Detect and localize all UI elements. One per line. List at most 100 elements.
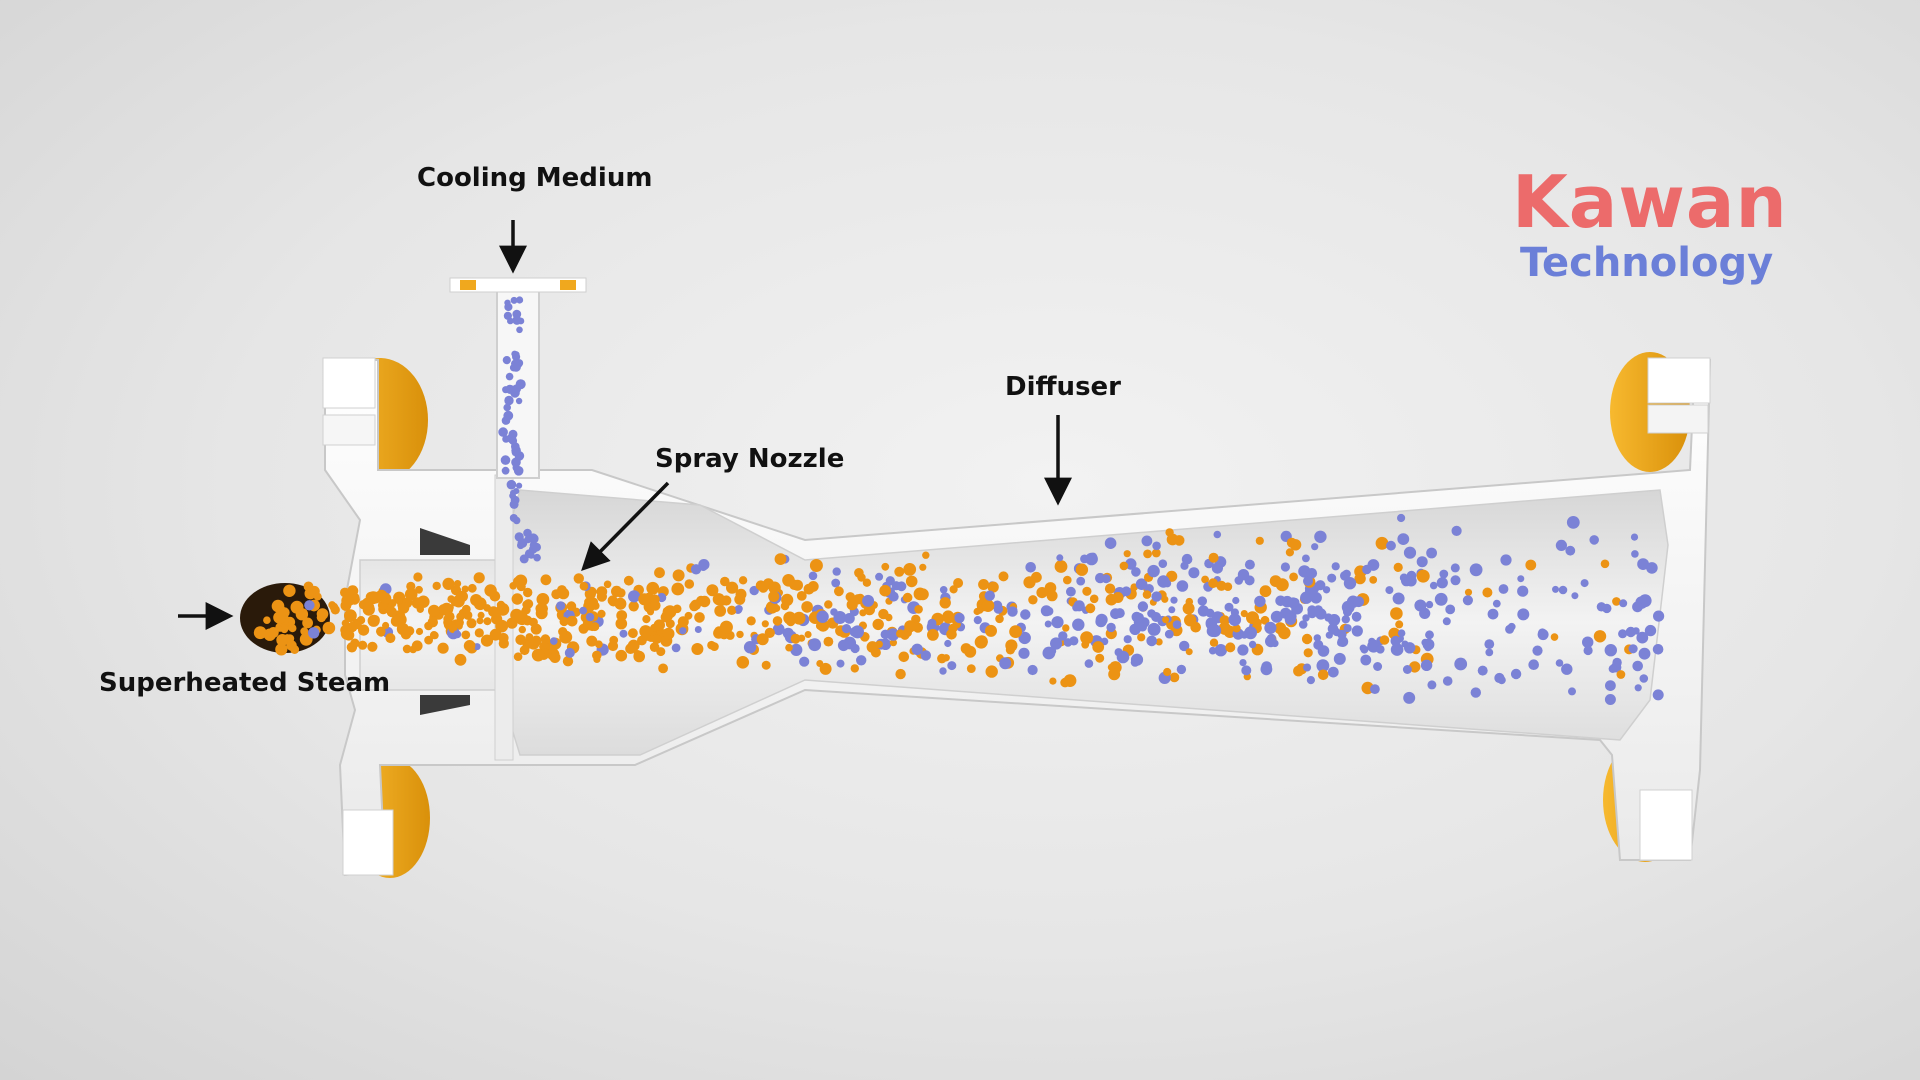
flow-particle: [1397, 533, 1410, 545]
flow-particle: [1106, 622, 1116, 633]
flow-particle: [442, 577, 455, 591]
flow-particle: [889, 639, 898, 647]
flow-particle: [1275, 581, 1283, 589]
flow-particle: [406, 581, 416, 592]
flow-particle: [1593, 630, 1607, 643]
flow-particle: [1482, 587, 1493, 598]
flow-particle: [1500, 554, 1512, 566]
flow-particle: [999, 657, 1012, 670]
flow-particle: [303, 581, 314, 592]
flow-particle: [341, 594, 354, 607]
flow-particle: [975, 635, 988, 648]
flow-particle: [1631, 550, 1639, 558]
flow-particle: [1612, 597, 1621, 606]
flow-particle: [719, 620, 733, 634]
flow-particle: [1555, 659, 1564, 667]
flow-particle: [981, 599, 995, 612]
water-droplet: [502, 356, 511, 365]
flow-particle: [1632, 660, 1643, 672]
flow-particle: [898, 651, 910, 663]
flow-particle: [452, 595, 465, 608]
flow-particle: [1421, 638, 1429, 647]
flow-particle: [559, 616, 569, 627]
flow-particle: [1189, 619, 1197, 627]
flow-particle: [1123, 635, 1132, 644]
flow-particle: [1628, 644, 1638, 654]
flow-particle: [1558, 585, 1568, 595]
flow-particle: [1342, 607, 1353, 617]
water-droplet: [516, 296, 524, 304]
flow-particle: [803, 583, 815, 595]
flow-particle: [1571, 592, 1579, 600]
flow-particle: [1442, 676, 1453, 686]
flow-particle: [1343, 624, 1352, 633]
flow-particle: [706, 584, 719, 597]
flow-particle: [735, 605, 743, 613]
flow-particle: [1425, 630, 1434, 640]
flow-particle: [263, 616, 271, 624]
flow-particle: [1162, 616, 1170, 624]
flow-particle: [772, 623, 785, 636]
water-droplet: [505, 384, 515, 394]
flow-particle: [919, 563, 927, 571]
flow-particle: [954, 612, 965, 624]
flow-particle: [275, 643, 288, 656]
flow-particle: [1303, 576, 1313, 586]
flow-particle: [395, 597, 403, 605]
flow-particle: [1123, 550, 1131, 558]
flow-particle: [1582, 636, 1594, 648]
flow-particle: [1018, 647, 1030, 659]
flow-particle: [1477, 665, 1488, 676]
flow-particle: [679, 627, 687, 635]
flow-particle: [834, 586, 844, 597]
flow-particle: [1009, 625, 1022, 638]
flow-particle: [671, 643, 681, 653]
flow-particle: [396, 622, 409, 636]
flow-particle: [939, 597, 951, 609]
flow-particle: [691, 643, 704, 655]
flow-particle: [489, 628, 502, 641]
flow-particle: [736, 656, 750, 669]
flow-particle: [370, 615, 380, 625]
flow-particle: [1131, 567, 1141, 577]
flow-particle: [1135, 578, 1148, 590]
flow-particle: [1298, 620, 1308, 629]
water-droplet: [513, 466, 524, 476]
cooling-pipe-flange: [449, 277, 587, 293]
flow-particle: [1583, 645, 1593, 656]
flow-particle: [623, 575, 634, 586]
flow-particle: [1568, 687, 1576, 696]
flow-particle: [518, 625, 526, 634]
flow-particle: [556, 601, 566, 611]
flow-particle: [558, 627, 568, 637]
flow-particle: [1525, 559, 1537, 571]
flow-particle: [859, 609, 867, 617]
water-droplet: [511, 457, 521, 468]
flow-particle: [816, 610, 829, 623]
flow-particle: [578, 623, 589, 634]
flow-particle: [844, 613, 855, 624]
flow-particle: [1044, 620, 1052, 628]
flow-particle: [896, 629, 905, 638]
flow-particle: [1050, 637, 1063, 650]
flow-particle: [1589, 535, 1599, 545]
flow-particle: [985, 624, 997, 637]
flow-particle: [944, 639, 952, 648]
flow-particle: [1208, 646, 1217, 655]
flow-particle: [1566, 516, 1580, 529]
cooling-pipe-bolt-right: [560, 280, 576, 290]
flow-particle: [796, 591, 807, 601]
flow-particle: [1182, 602, 1195, 615]
flow-particle: [1301, 633, 1313, 645]
flow-particle: [894, 566, 905, 577]
flow-particle: [416, 605, 424, 613]
flow-particle: [438, 604, 450, 616]
cooling-medium-label: Cooling Medium: [417, 163, 653, 193]
baffle-upper: [420, 528, 470, 555]
flow-particle: [879, 638, 892, 650]
flow-particle: [566, 615, 578, 627]
water-droplet: [508, 429, 518, 439]
flow-particle: [1054, 560, 1068, 573]
water-droplet: [515, 397, 523, 405]
